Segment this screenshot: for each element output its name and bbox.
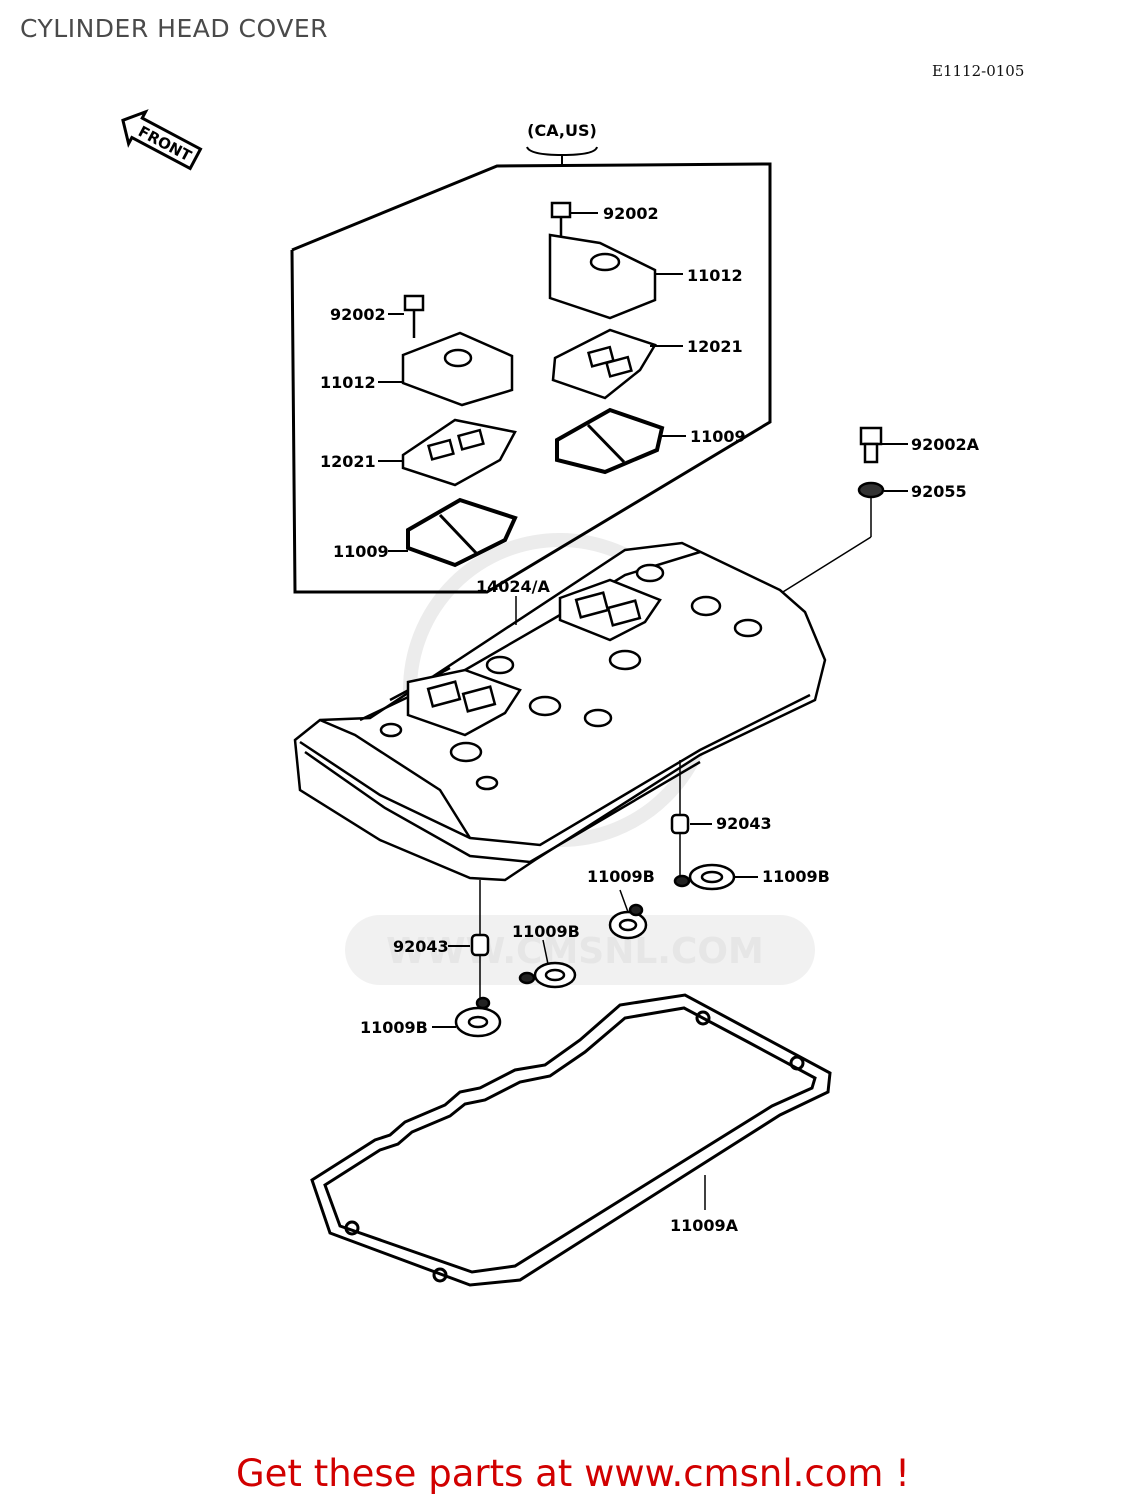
breather-bolt-right: [550, 201, 572, 238]
watermark-text: WWW.CMSNL.COM: [386, 931, 764, 972]
label-11012-left: 11012: [320, 373, 376, 392]
label-11012-right: 11012: [687, 266, 743, 285]
cylinder-head-cover: [293, 541, 827, 882]
label-11009-right: 11009: [690, 427, 746, 446]
front-arrow-icon: FRONT: [121, 109, 203, 171]
breather-plate-left: [401, 331, 514, 407]
page-title: CYLINDER HEAD COVER: [20, 14, 329, 43]
cover-bolt: [859, 426, 883, 464]
grommet-left-b: [454, 996, 502, 1038]
breather-gasket-right: [555, 407, 665, 475]
grommet-right-a: [673, 863, 736, 891]
breather-bolt-left: [403, 294, 425, 338]
breather-screen-left: [401, 418, 517, 487]
label-92055: 92055: [911, 482, 967, 501]
breather-screen-right: [551, 328, 657, 400]
label-11009b-right-b: 11009B: [587, 867, 655, 886]
grommet-left-a: [518, 961, 577, 989]
breather-plate-right: [548, 233, 657, 320]
label-92002-right: 92002: [603, 204, 659, 223]
dowel-right: [670, 813, 690, 835]
parts-diagram: WWW.CMSNL.COM FRONT (CA,US): [121, 109, 980, 1287]
label-11009b-left-b: 11009B: [360, 1018, 428, 1037]
footer-link[interactable]: Get these parts at www.cmsnl.com !: [235, 1452, 910, 1495]
grommet-right-b: [608, 903, 648, 940]
variant-group-frame: [290, 146, 772, 594]
label-11009a: 11009A: [670, 1216, 739, 1235]
variant-group-label: (CA,US): [527, 121, 597, 140]
label-11009-left: 11009: [333, 542, 389, 561]
label-12021-left: 12021: [320, 452, 376, 471]
cover-washer: [857, 481, 885, 499]
cover-gasket: [310, 993, 832, 1287]
label-11009b-right-a: 11009B: [762, 867, 830, 886]
label-92002-left: 92002: [330, 305, 386, 324]
diagram-code: E1112-0105: [932, 62, 1025, 80]
label-11009b-left-a: 11009B: [512, 922, 580, 941]
label-14024a: 14024/A: [476, 577, 551, 596]
label-12021-right: 12021: [687, 337, 743, 356]
label-92043-left: 92043: [393, 937, 449, 956]
label-92043-right: 92043: [716, 814, 772, 833]
label-92002a: 92002A: [911, 435, 980, 454]
breather-gasket-left: [406, 497, 518, 568]
dowel-left: [470, 933, 490, 957]
